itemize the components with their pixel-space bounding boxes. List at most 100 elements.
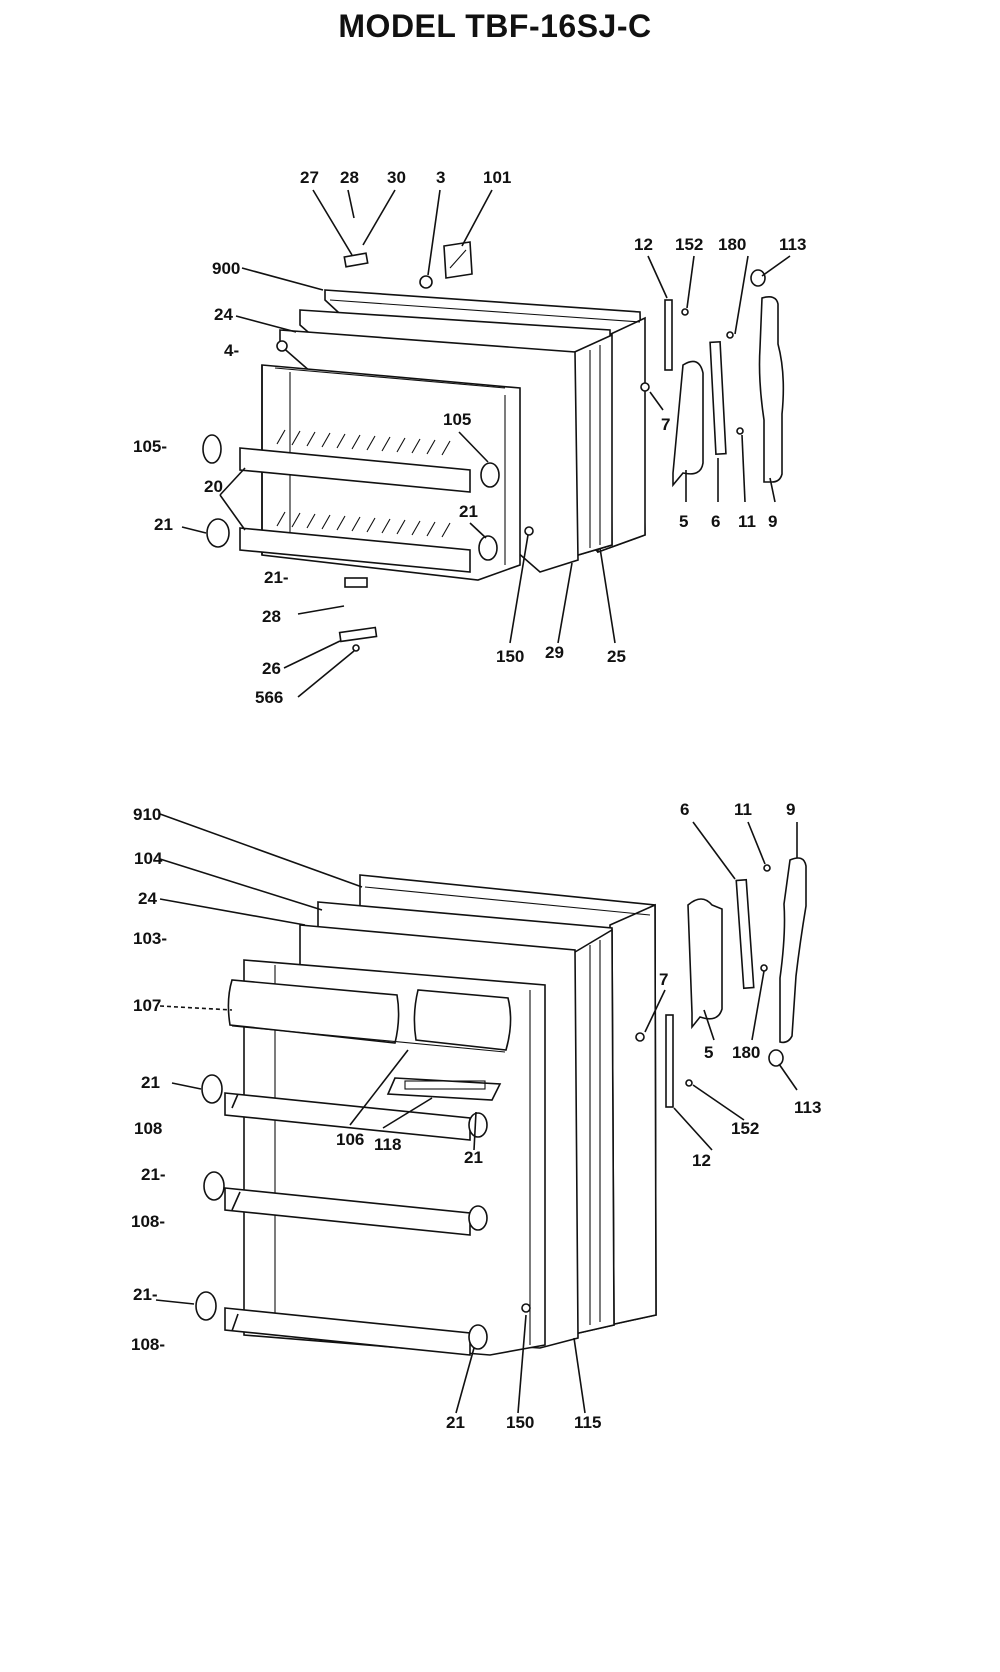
callout-180: 180 xyxy=(718,235,746,254)
callout-152: 152 xyxy=(675,235,703,254)
handle-trim-6 xyxy=(709,340,727,456)
callout-105-shelf: 105 xyxy=(443,410,471,429)
shelf-end-cap-105 xyxy=(480,462,500,488)
callout-26: 26 xyxy=(262,659,281,678)
hinge-plate-26 xyxy=(338,626,378,643)
callout-108-b: 108- xyxy=(131,1212,165,1231)
screw-11-bottom xyxy=(763,864,771,872)
loose-end-cap-21-c xyxy=(195,1291,217,1321)
door-shelf-108-mid xyxy=(224,1187,471,1236)
screw-150-bottom xyxy=(521,1303,531,1313)
callout-27: 27 xyxy=(300,168,319,187)
callout-12: 12 xyxy=(634,235,653,254)
callout-9-bottom: 9 xyxy=(786,800,795,819)
callout-11-bottom: 11 xyxy=(734,800,752,819)
loose-end-cap-105 xyxy=(202,434,222,464)
callout-103: 103- xyxy=(133,929,167,948)
upper-door-shelf xyxy=(239,447,471,493)
callout-105-left: 105- xyxy=(133,437,167,456)
inner-door-liner-bottom xyxy=(243,959,546,1356)
top-leader-lines xyxy=(181,189,791,698)
plug-3 xyxy=(419,275,433,289)
callout-21-shelf: 21 xyxy=(459,502,478,521)
screw-7-bottom xyxy=(635,1032,645,1042)
callout-118: 118 xyxy=(374,1135,401,1154)
callout-150-bottom: 150 xyxy=(506,1413,534,1432)
screw-152 xyxy=(681,308,689,316)
callout-12-bottom: 12 xyxy=(692,1151,711,1170)
callout-11: 11 xyxy=(738,512,756,531)
callout-29: 29 xyxy=(545,643,564,662)
callout-24-bottom: 24 xyxy=(138,889,157,908)
callout-28: 28 xyxy=(340,168,359,187)
top-callouts: 27 28 30 3 101 900 24 4- 105- 105 20 21 … xyxy=(133,168,806,707)
hinge-bracket-top xyxy=(343,252,369,268)
shelf-end-cap-b xyxy=(468,1205,488,1231)
callout-566: 566 xyxy=(255,688,283,707)
shelf-end-cap-c xyxy=(468,1324,488,1350)
callout-21-e: 21 xyxy=(446,1413,465,1432)
callout-4: 4- xyxy=(224,341,239,360)
screw-152-bottom xyxy=(685,1079,693,1087)
outer-door-face-bottom xyxy=(609,903,657,1326)
loose-end-cap-21-a xyxy=(201,1074,223,1104)
screw-150 xyxy=(524,526,534,536)
callout-900: 900 xyxy=(212,259,240,278)
callout-101: 101 xyxy=(483,168,511,187)
plug-113-bottom xyxy=(768,1049,784,1067)
shelf-end-cap-21 xyxy=(478,535,498,561)
loose-end-cap-21-b xyxy=(203,1171,225,1201)
screw-180-bottom xyxy=(760,964,768,972)
handle-mount-strip-12-bottom xyxy=(665,1014,674,1108)
door-shelf-108-bottom xyxy=(224,1307,471,1356)
callout-21-b: 21- xyxy=(141,1165,166,1184)
handle-trim-6-bottom xyxy=(735,878,755,990)
screw-11 xyxy=(736,427,744,435)
callout-106: 106 xyxy=(336,1130,364,1149)
handle-end-cap-5 xyxy=(672,360,704,488)
callout-21-bottom: 21- xyxy=(264,568,289,587)
door-handle-9-bottom xyxy=(779,857,807,1044)
label-101 xyxy=(443,241,473,279)
callout-150: 150 xyxy=(496,647,524,666)
callout-152-bottom: 152 xyxy=(731,1119,759,1138)
callout-21-d: 21 xyxy=(464,1148,483,1167)
dairy-door-107-left xyxy=(227,979,400,1044)
screw-4-bottom xyxy=(352,644,360,652)
callout-21-a: 21 xyxy=(141,1073,160,1092)
callout-21-c: 21- xyxy=(133,1285,158,1304)
callout-115: 115 xyxy=(574,1413,601,1432)
callout-180-bottom: 180 xyxy=(732,1043,760,1062)
callout-28-bottom: 28 xyxy=(262,607,281,626)
callout-7: 7 xyxy=(661,415,670,434)
handle-mount-strip-12 xyxy=(664,299,673,371)
bottom-leader-lines xyxy=(155,813,798,1414)
handle-end-cap-5-bottom xyxy=(687,898,723,1030)
shelf-end-cap-a xyxy=(468,1112,488,1138)
callout-104: 104 xyxy=(134,849,163,868)
screw-7 xyxy=(640,382,650,392)
callout-113-bottom: 113 xyxy=(794,1098,821,1117)
callout-30: 30 xyxy=(387,168,406,187)
callout-6: 6 xyxy=(711,512,720,531)
loose-end-cap-21 xyxy=(206,518,230,548)
model-title: MODEL TBF-16SJ-C xyxy=(338,8,652,44)
callout-25: 25 xyxy=(607,647,626,666)
callout-21-left: 21 xyxy=(154,515,173,534)
callout-3: 3 xyxy=(436,168,445,187)
upper-shelf-hatching xyxy=(276,429,451,538)
dairy-door-107-right xyxy=(413,989,512,1051)
door-handle-9 xyxy=(758,296,785,483)
callout-7-bottom: 7 xyxy=(659,970,668,989)
callout-108-a: 108 xyxy=(134,1119,162,1138)
callout-5-bottom: 5 xyxy=(704,1043,713,1062)
callout-113: 113 xyxy=(779,235,806,254)
callout-910: 910 xyxy=(133,805,161,824)
plug-113 xyxy=(750,269,766,287)
callout-24: 24 xyxy=(214,305,233,324)
callout-5: 5 xyxy=(679,512,688,531)
callout-20: 20 xyxy=(204,477,223,496)
callout-6-bottom: 6 xyxy=(680,800,689,819)
callout-108-c: 108- xyxy=(131,1335,165,1354)
